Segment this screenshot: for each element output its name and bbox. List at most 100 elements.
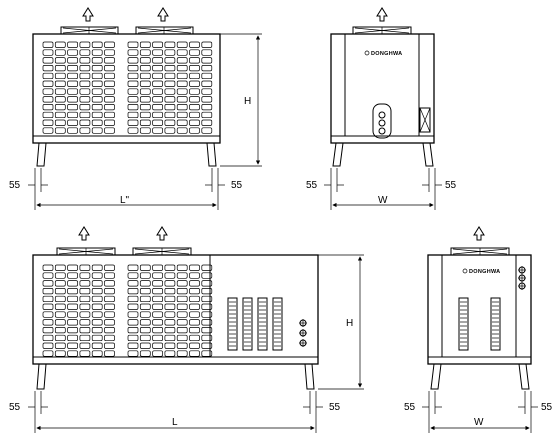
service-valve-icon <box>518 266 526 290</box>
grille-slot <box>152 303 163 310</box>
grille-slot <box>139 327 151 334</box>
grille-slot <box>79 49 91 56</box>
grille-slot <box>42 104 54 111</box>
grille-slot <box>127 104 139 111</box>
grille-slot <box>127 49 139 56</box>
grille-slot <box>54 295 66 303</box>
grille-slot <box>104 334 115 342</box>
grille-slot <box>189 127 200 134</box>
grille-slot <box>152 96 163 103</box>
grille-slot <box>54 272 66 279</box>
electrical-box <box>419 107 431 133</box>
grille-slot <box>164 280 176 287</box>
grille-slot <box>189 334 200 342</box>
grille-slot <box>67 342 78 349</box>
grille-slot <box>67 111 78 119</box>
grille-slot <box>189 72 200 80</box>
grille-slot <box>104 264 115 271</box>
grille-slot <box>201 334 213 342</box>
grille-slot <box>189 303 200 310</box>
grille-slot <box>201 303 213 310</box>
grille-slot <box>189 319 200 326</box>
grille-slot <box>152 288 163 295</box>
donghwa-logo-icon <box>364 50 370 56</box>
grille-slot <box>91 57 103 64</box>
grille-slot <box>139 111 151 119</box>
grille-slot <box>67 280 78 287</box>
grille-slot <box>189 65 200 72</box>
grille-slot <box>201 65 213 72</box>
grille-slot <box>127 57 139 64</box>
grille-slot <box>127 127 139 134</box>
grille-slot <box>91 41 103 48</box>
grille-slot <box>164 319 176 326</box>
grille-slot <box>176 65 188 72</box>
dim-left-label: 55 <box>9 402 21 413</box>
grille-slot <box>176 88 188 95</box>
grille-slot <box>189 342 200 349</box>
grille-slot <box>139 280 151 287</box>
dim-width-label: W <box>378 195 388 206</box>
grille-slot <box>127 41 139 48</box>
grille-slot <box>54 334 66 342</box>
grille-slot <box>164 96 176 103</box>
grille-slot <box>164 127 176 134</box>
grille-slot <box>42 334 54 342</box>
airflow-arrow-icon <box>82 7 94 22</box>
grille-slot <box>104 41 115 48</box>
leg <box>36 142 47 167</box>
fan-icon <box>56 247 116 256</box>
louver-panel <box>458 297 501 351</box>
brand-label: DONGHWA <box>469 269 500 275</box>
grille-slot <box>104 319 115 326</box>
grille-slot <box>54 80 66 87</box>
grille-slot <box>79 334 91 342</box>
grille-slot <box>79 41 91 48</box>
grille-slot <box>42 272 54 279</box>
grille-slot <box>91 127 103 134</box>
grille-slot <box>79 264 91 271</box>
fan-icon <box>450 247 510 256</box>
grille-slot <box>79 288 91 295</box>
grille-slot <box>189 49 200 56</box>
grille-slot <box>176 119 188 126</box>
grille-slot <box>152 264 163 271</box>
louver-panel <box>227 297 283 351</box>
grille-slot <box>91 80 103 87</box>
condenser-grille <box>127 41 213 134</box>
grille-slot <box>67 327 78 334</box>
leg <box>304 363 315 390</box>
grille-slot <box>189 41 200 48</box>
airflow-arrow-icon <box>156 226 168 241</box>
grille-slot <box>79 119 91 126</box>
grille-slot <box>104 342 115 349</box>
airflow-arrow-icon <box>78 226 90 241</box>
grille-slot <box>79 280 91 287</box>
grille-slot <box>152 111 163 119</box>
grille-slot <box>79 327 91 334</box>
grille-slot <box>189 295 200 303</box>
grille-slot <box>79 311 91 318</box>
grille-slot <box>139 127 151 134</box>
grille-slot <box>42 49 54 56</box>
grille-slot <box>91 295 103 303</box>
grille-slot <box>176 288 188 295</box>
condenser-grille <box>42 264 115 357</box>
grille-slot <box>139 96 151 103</box>
grille-slot <box>152 272 163 279</box>
grille-slot <box>42 295 54 303</box>
grille-slot <box>139 49 151 56</box>
grille-slot <box>164 104 176 111</box>
side-view-top: DONGHWA 55 55 W <box>306 7 457 210</box>
grille-slot <box>104 88 115 95</box>
grille-slot <box>67 57 78 64</box>
grille-slot <box>152 319 163 326</box>
grille-slot <box>42 111 54 119</box>
grille-slot <box>164 303 176 310</box>
grille-slot <box>152 88 163 95</box>
dim-left-label: 55 <box>9 180 21 191</box>
grille-slot <box>164 311 176 318</box>
leg <box>36 363 47 390</box>
grille-slot <box>176 350 188 357</box>
